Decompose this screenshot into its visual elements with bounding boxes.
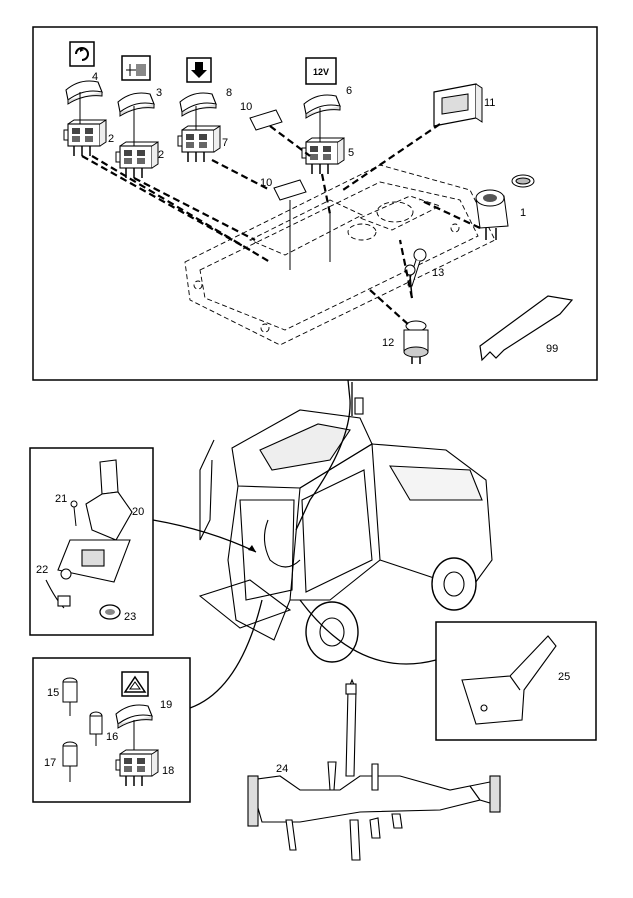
rocker-cap-3 [117,92,155,117]
ventilation-symbol-box [121,55,151,81]
callout-5: 5 [348,147,354,159]
switch-body-7 [177,125,221,163]
display-module-11 [433,83,483,127]
joystick-detail-frame [29,447,154,636]
callout-18: 18 [162,765,174,777]
down-arrow-symbol-box [186,57,212,83]
callout-3: 3 [156,87,162,99]
callout-20: 20 [132,506,144,518]
wiring-harness-24 [247,678,501,861]
ignition-switch-12 [403,320,429,364]
rocker-cap-6 [303,94,341,119]
blank-plug-10a [249,109,283,131]
12v-label: 12V [313,67,329,77]
12v-symbol-box: 12V [305,57,337,85]
assembly-leaders [81,123,481,327]
blank-plug-10b [273,179,307,201]
callout-6: 6 [346,85,352,97]
hazard-detail-frame [32,657,191,803]
joystick-assembly-20 [45,459,133,609]
callout-15: 15 [47,687,59,699]
callout-17: 17 [44,757,56,769]
callout-1: 1 [520,207,526,219]
callout-21: 21 [55,493,67,505]
callout-2a: 2 [108,133,114,145]
callout-10a: 10 [240,101,252,113]
dashboard-panel-outline [184,164,496,346]
nut-22 [60,568,72,580]
rocker-cap-8 [179,92,217,117]
power-socket-1 [475,174,535,240]
callout-8: 8 [226,87,232,99]
rocker-cap-4 [65,80,103,105]
removal-tool-99 [479,295,574,362]
callout-23: 23 [124,611,136,623]
hazard-symbol-box [121,671,149,697]
machine-cab-illustration [198,382,493,663]
callout-19: 19 [160,699,172,711]
grommet-23 [99,604,121,620]
arrowhead-joystick [248,545,256,552]
inset-connector-curves [152,379,437,709]
ignition-key-13 [404,248,427,299]
callout-4: 4 [92,71,98,83]
callout-24: 24 [276,763,288,775]
callout-2b: 2 [158,149,164,161]
indicator-lamp-17 [62,741,78,782]
callout-10b: 10 [260,177,272,189]
part-leader-lines [79,92,331,270]
switch-body-18 [115,749,159,787]
switch-body-2b [115,141,159,179]
callout-99: 99 [546,343,558,355]
screw-21 [70,500,78,527]
indicator-lamp-16 [89,711,103,746]
callout-16: 16 [106,731,118,743]
indicator-lamp-15 [62,677,78,716]
callout-25: 25 [558,671,570,683]
callout-11: 11 [484,97,495,109]
switch-body-2a [63,119,107,157]
top-detail-frame [32,26,598,381]
bracket-25 [461,635,557,725]
callout-13: 13 [432,267,444,279]
callout-22: 22 [36,564,48,576]
callout-12: 12 [382,337,394,349]
callout-7: 7 [222,137,228,149]
rotate-symbol-box [69,41,95,67]
bracket-detail-frame [435,621,597,741]
